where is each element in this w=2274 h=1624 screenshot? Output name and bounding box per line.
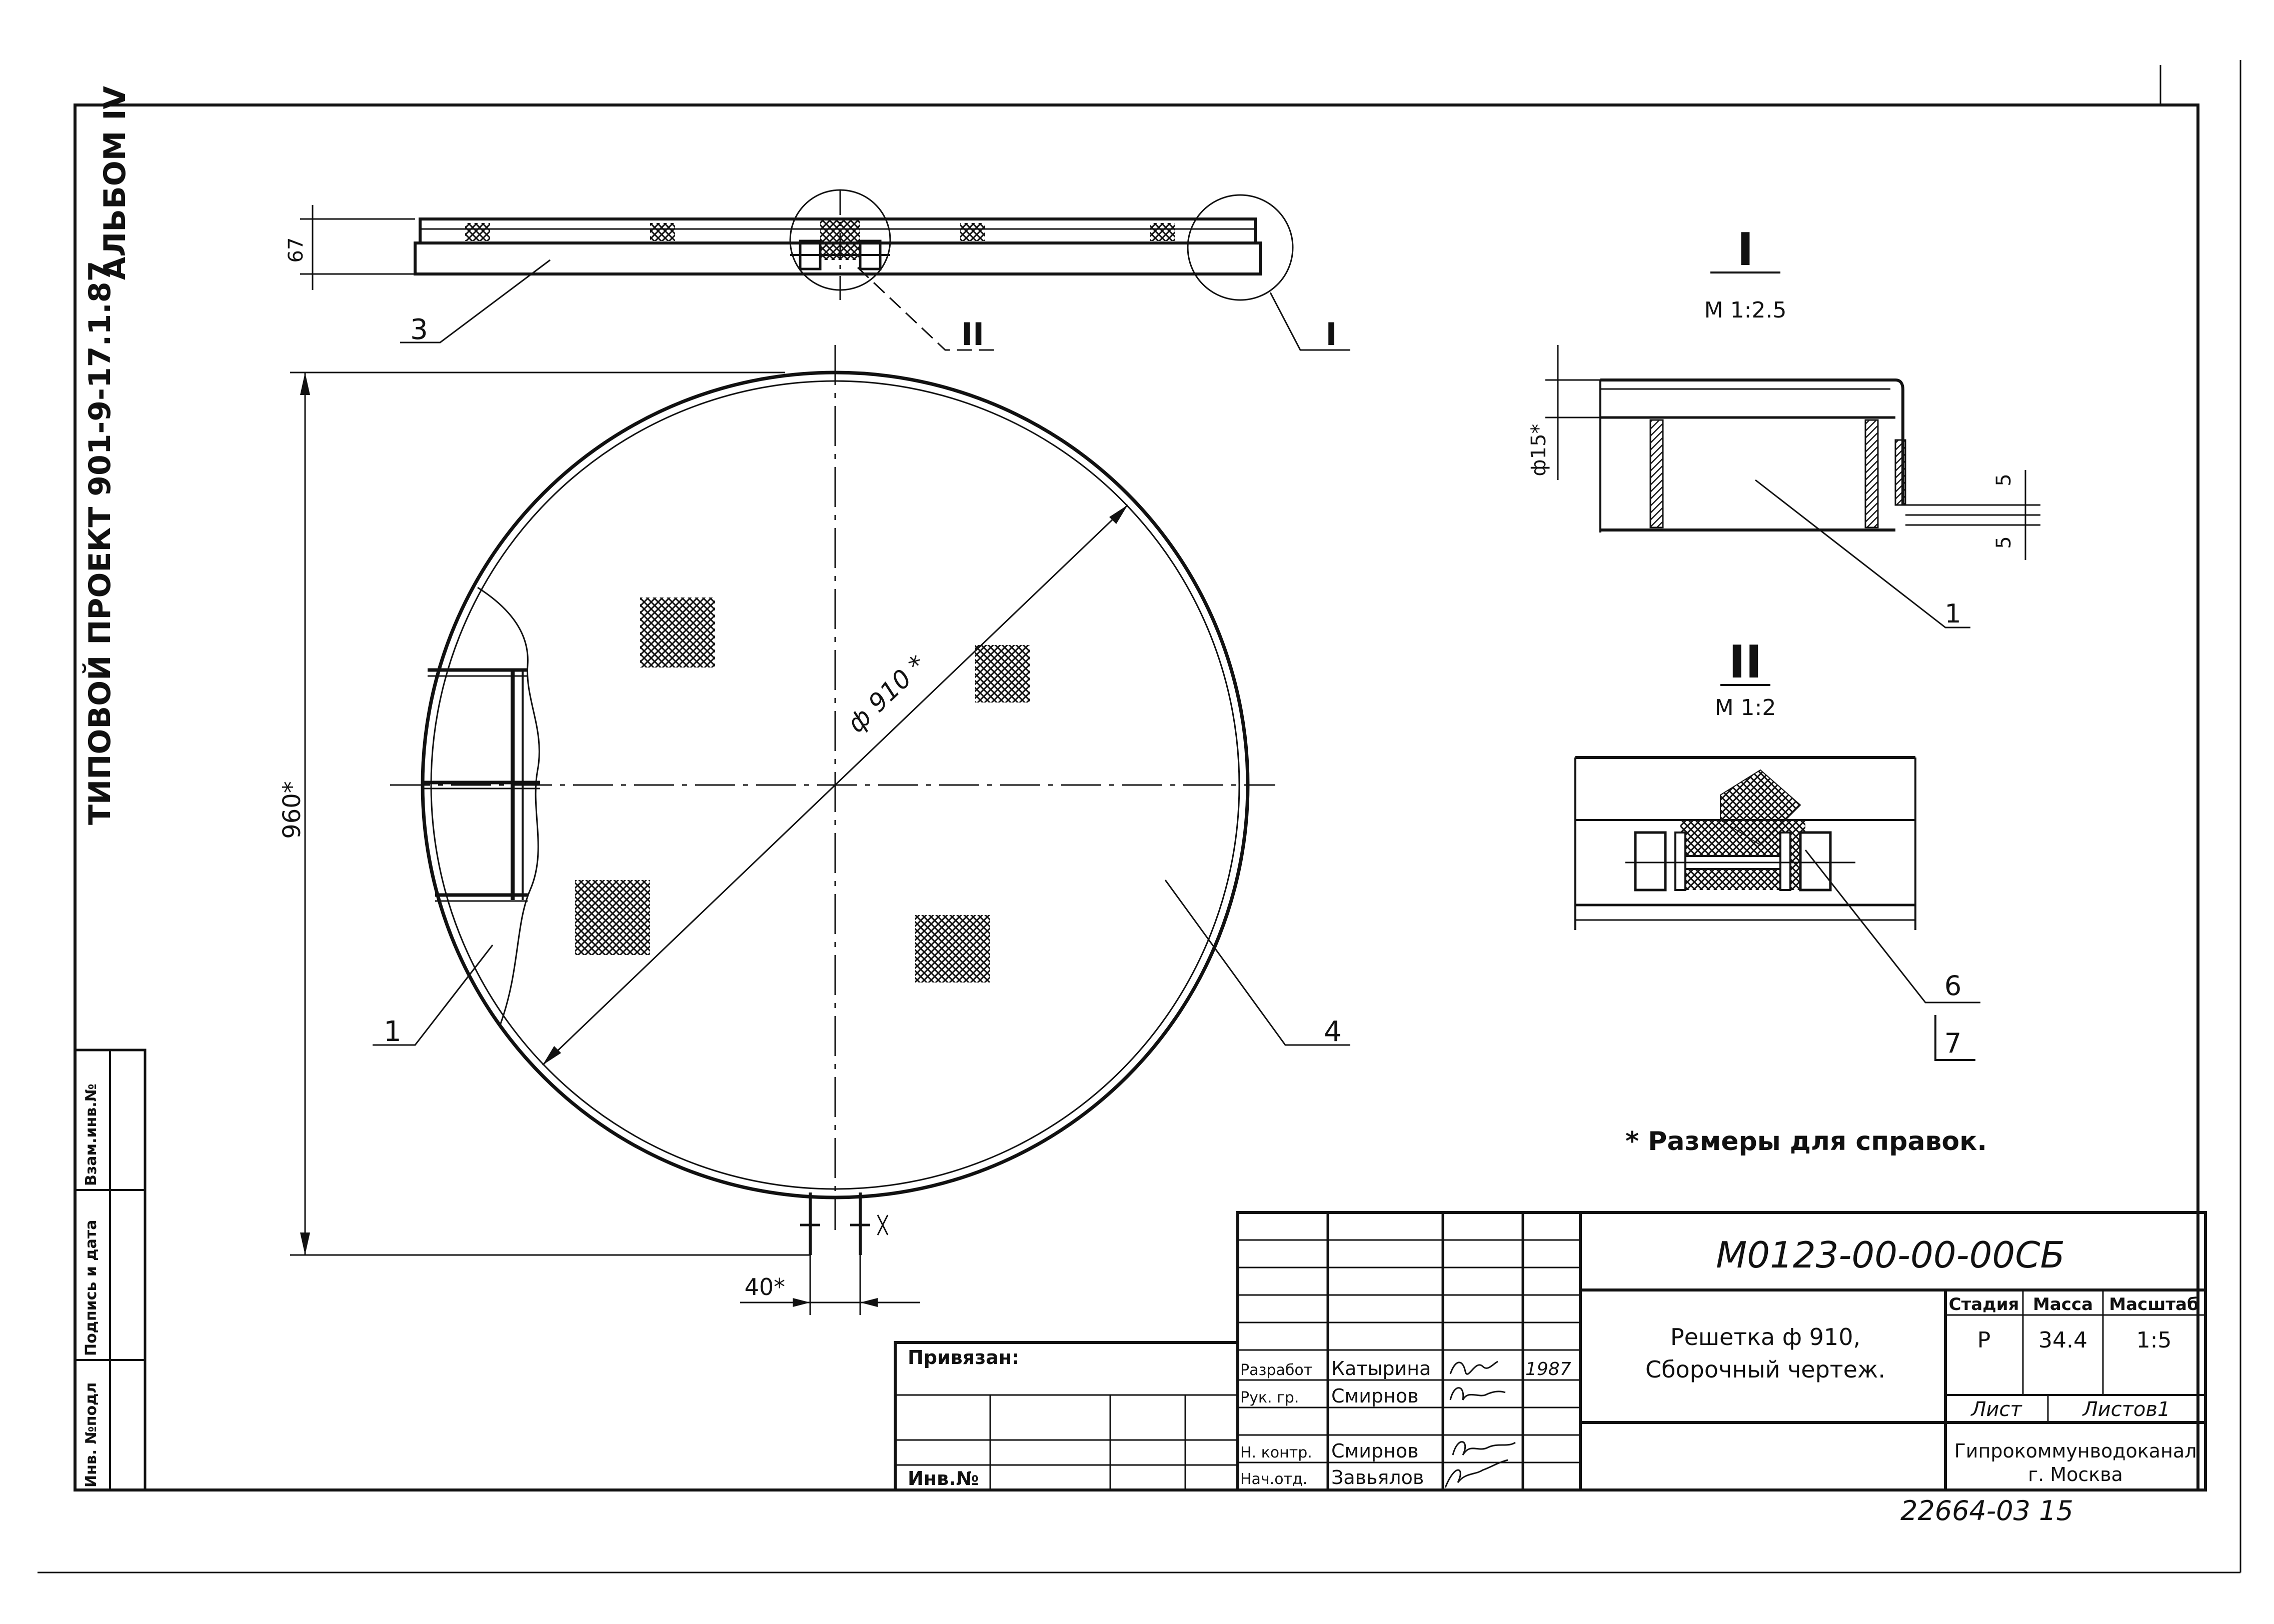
value-mass: 34.4	[2038, 1328, 2087, 1353]
value-stage: Р	[1977, 1328, 1991, 1353]
leader-II	[857, 266, 1000, 351]
detail-I-circle	[1187, 194, 1294, 301]
sheet-number: 22664-03 15	[1900, 1495, 2073, 1526]
organization-line2: г. Москва	[2028, 1464, 2123, 1486]
title-block: М0123-00-00-00СБ Решетка ф 910, Сборочны…	[894, 1211, 2207, 1492]
label-sheets: Листов1	[2082, 1398, 2170, 1421]
dim-5a: 5	[1992, 474, 2015, 486]
header-mass: Масса	[2033, 1294, 2093, 1314]
header-scale: Масштаб	[2109, 1294, 2198, 1314]
role-1: Разработ	[1240, 1362, 1312, 1379]
linked-label: Привязан:	[908, 1346, 1019, 1368]
side-mesh-5	[1150, 223, 1175, 241]
drawing-name-line2: Сборочный чертеж.	[1645, 1356, 1885, 1383]
project-label: ТИПОВОЙ ПРОЕКТ 901-9-17.1.87	[83, 260, 118, 825]
callout-1: 1	[384, 1016, 402, 1048]
organization-line1: Гипрокоммунводоканал	[1954, 1440, 2197, 1462]
frame-cutaway	[423, 586, 540, 1026]
mesh-patch-1	[640, 598, 715, 668]
stamp-cell-sign: Подпись и дата	[83, 1220, 100, 1356]
plan-view: 960* ф 910 * 40* 1 4	[278, 345, 1350, 1315]
role-1-year: 1987	[1525, 1359, 1571, 1380]
role-3: Н. контр.	[1240, 1444, 1312, 1462]
side-view: 67 3 II I	[285, 189, 1350, 352]
role-4: Нач.отд.	[1240, 1470, 1307, 1488]
callout-4: 4	[1324, 1016, 1342, 1048]
mesh-patch-2	[975, 645, 1030, 702]
signatures	[1444, 1360, 1516, 1488]
side-mesh-1	[465, 223, 490, 241]
detail-I-callout-1: 1	[1944, 599, 1961, 629]
album-label: АЛЬБОМ IV	[98, 86, 133, 280]
reference-dimensions-note: * Размеры для справок.	[1625, 1126, 1987, 1156]
detail-II-circle	[789, 189, 891, 291]
detail-II-label: II	[1729, 636, 1762, 688]
role-1-name: Катырина	[1331, 1358, 1431, 1380]
dim-diameter-910: ф 910 *	[842, 650, 932, 738]
detail-II-scale: М 1:2	[1715, 695, 1776, 720]
label-sheet: Лист	[1970, 1398, 2022, 1421]
role-2-name: Смирнов	[1331, 1385, 1419, 1407]
side-mesh-2	[650, 223, 675, 241]
detail-II: II М 1:2 6 7	[1574, 636, 1980, 1061]
callout-3: 3	[410, 314, 428, 346]
role-2: Рук. гр.	[1240, 1389, 1299, 1406]
detail-I-scale: М 1:2.5	[1704, 298, 1787, 323]
dim-67: 67	[285, 238, 308, 263]
leader-3	[400, 259, 551, 344]
detail-II-callout-7: 7	[1944, 1028, 1961, 1059]
callout-I: I	[1325, 316, 1337, 352]
value-scale: 1:5	[2136, 1328, 2172, 1353]
inventory-label: Инв.№	[908, 1468, 979, 1490]
side-mesh-4	[960, 223, 985, 241]
role-4-name: Завьялов	[1331, 1466, 1424, 1488]
detail-I-label: I	[1737, 224, 1754, 276]
stamp-cell-replace: Взам.инв.№	[83, 1084, 100, 1186]
leader-I	[1269, 292, 1350, 351]
bottom-tab	[800, 1192, 889, 1255]
callout-II: II	[961, 316, 984, 352]
detail-II-callout-6: 6	[1944, 970, 1961, 1002]
drawing-name-line1: Решетка ф 910,	[1670, 1324, 1860, 1350]
margin-stamp	[74, 1048, 147, 1492]
role-3-name: Смирнов	[1331, 1440, 1419, 1462]
drawing-designation: М0123-00-00-00СБ	[1716, 1234, 2065, 1276]
mesh-patch-3	[575, 880, 650, 955]
header-stage: Стадия	[1949, 1294, 2019, 1314]
dim-15: ф15*	[1527, 424, 1550, 476]
leader-1	[373, 944, 494, 1046]
mesh-patch-4	[915, 915, 990, 982]
stamp-cell-inv: Инв. №подл	[83, 1382, 100, 1488]
leader-4	[1164, 880, 1350, 1046]
dim-5b: 5	[1992, 536, 2015, 548]
detail-I: I М 1:2.5 ф15* 5 5 1	[1527, 224, 2040, 629]
dim-960: 960*	[278, 781, 306, 839]
dim-40: 40*	[744, 1274, 785, 1300]
sheet-frame	[38, 60, 2241, 1574]
